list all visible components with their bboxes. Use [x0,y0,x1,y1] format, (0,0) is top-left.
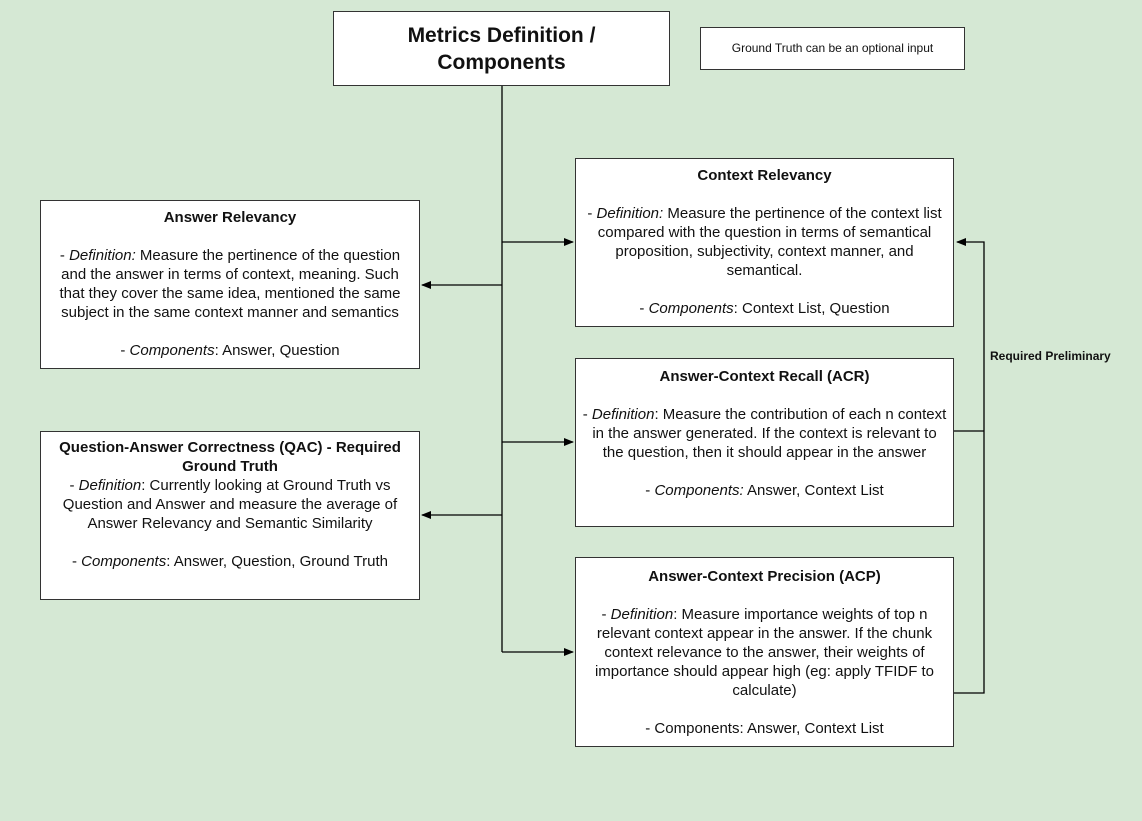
definition-label: Definition [610,606,674,623]
note-text: Ground Truth can be an optional input [731,41,934,55]
box-title: Context Relevancy [697,167,832,184]
acr-box: Answer-Context Recall (ACR) - Definition… [575,358,954,527]
components-text: - Components: Answer, Question, Ground T… [71,553,389,570]
components-text: - Components: Answer, Context List [645,720,884,737]
optional-input-note: Ground Truth can be an optional input [700,27,965,70]
components-text: - Components: Answer, Question [120,342,340,359]
answer-relevancy-box: Answer Relevancy - Definition: Measure t… [40,200,420,369]
box-title: Answer Relevancy [163,209,297,226]
acp-box: Answer-Context Precision (ACP) - Definit… [575,557,954,747]
definition-label: Definition [78,477,142,494]
qac-box: Question-Answer Correctness (QAC) - Requ… [40,431,420,600]
required-preliminary-loop [954,238,985,694]
definition-label: Definition [591,406,655,423]
components-label: Components [129,342,215,359]
box-title: Question-Answer Correctness (QAC) - Requ… [59,439,401,475]
definition-text: - Definition: Measure importance weights… [594,606,935,699]
definition-text: - Definition: Measure the pertinence of … [587,205,942,279]
definition-text: - Definition: Measure the contribution o… [582,406,947,461]
context-relevancy-box: Context Relevancy - Definition: Measure … [575,158,954,327]
definition-text: - Definition: Measure the pertinence of … [59,247,401,321]
components-text: - Components: Answer, Context List [645,482,884,499]
box-title: Answer-Context Precision (ACP) [648,568,881,585]
title-line-1: Metrics Definition / [407,23,596,47]
title-line-2: Components [437,50,566,74]
components-text: - Components: Context List, Question [639,300,890,317]
components-label: Components [648,300,734,317]
box-title: Answer-Context Recall (ACR) [659,368,870,385]
page-title: Metrics Definition / Components [333,11,670,86]
definition-text: - Definition: Currently looking at Groun… [62,477,398,532]
definition-label: Definition: [596,205,664,222]
definition-label: Definition: [69,247,136,264]
components-label: Components [81,553,167,570]
components-label: Components: [654,482,744,499]
required-preliminary-label: Required Preliminary [990,349,1111,363]
